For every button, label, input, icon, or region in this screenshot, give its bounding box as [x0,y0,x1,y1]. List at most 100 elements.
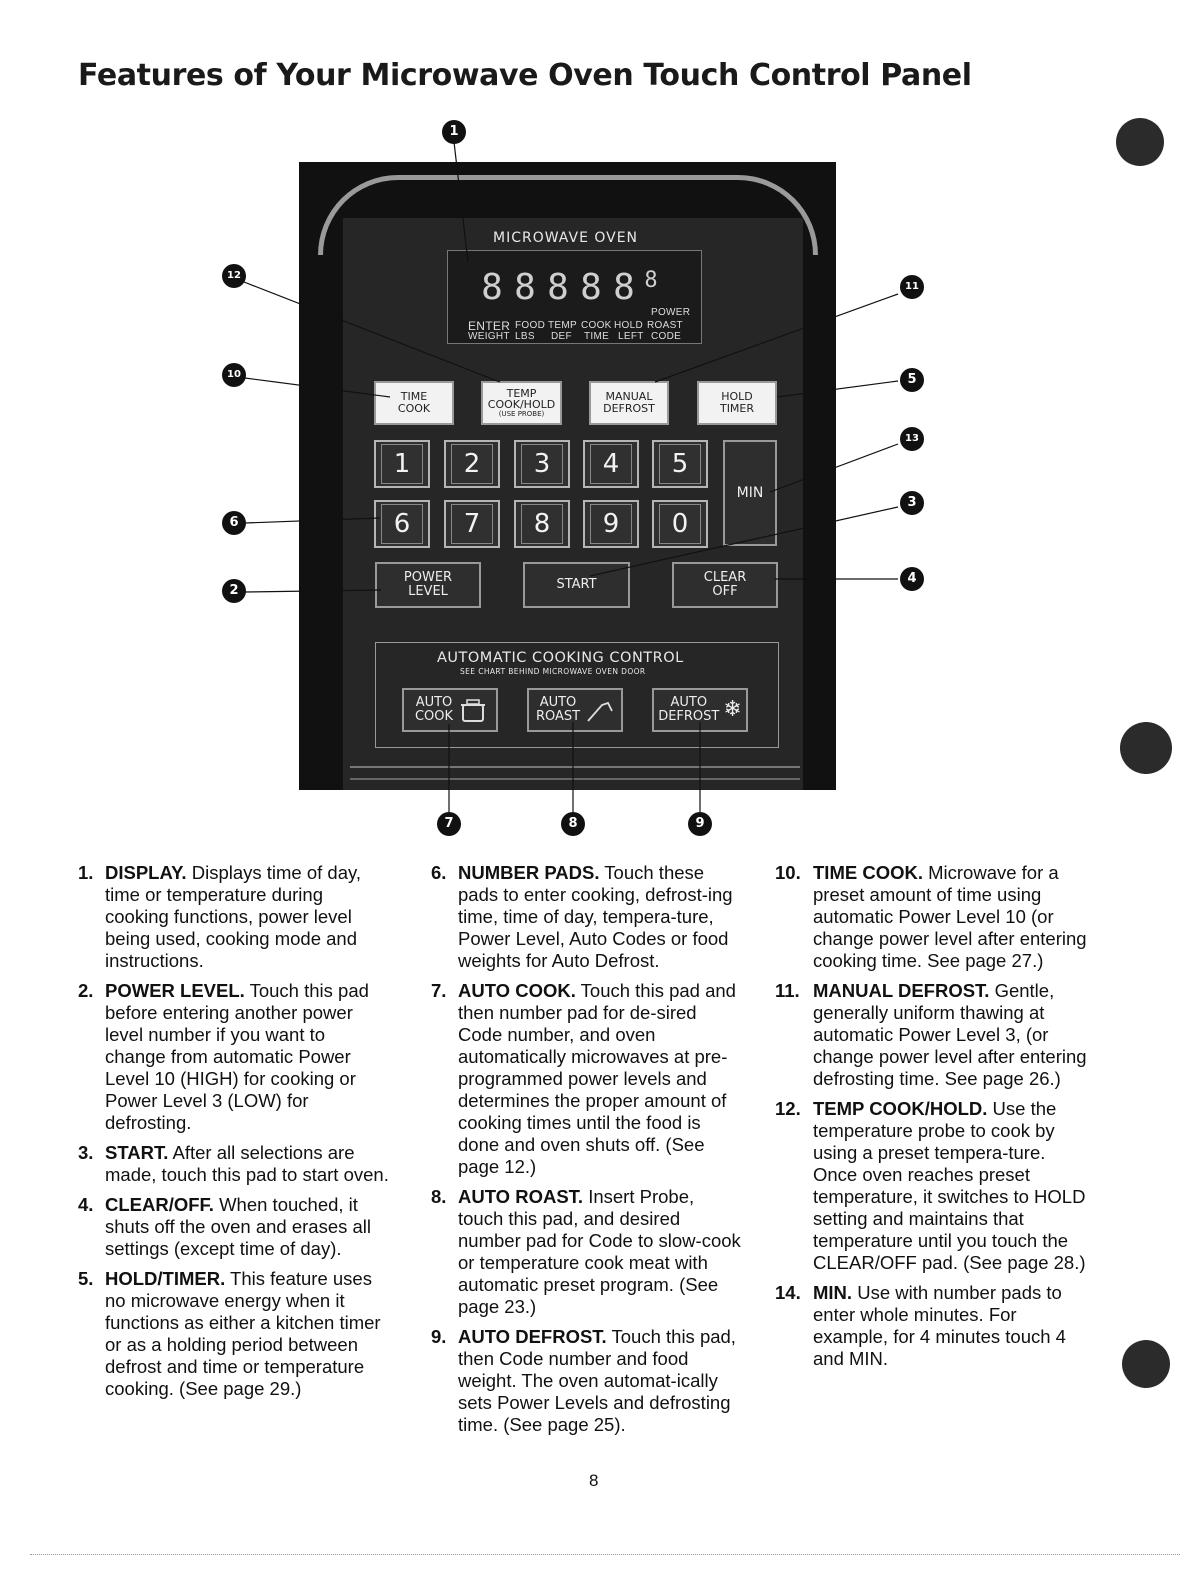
auto-roast-button[interactable]: AUTO ROAST [527,688,623,732]
item-text: After all selections are made, touch thi… [105,1142,389,1185]
description-item: 5.HOLD/TIMER. This feature uses no micro… [78,1268,390,1400]
item-number: 8. [431,1186,447,1207]
key-label: COOK [397,402,431,415]
number-key-3[interactable]: 3 [514,440,570,488]
item-heading: TEMP COOK/HOLD. [813,1098,988,1119]
item-number: 14. [775,1282,801,1303]
number-key-2[interactable]: 2 [444,440,500,488]
callout-10: 10 [222,363,246,387]
number-key-7[interactable]: 7 [444,500,500,548]
indicator-label: ROAST [647,320,683,331]
indicator-label: DEF [551,331,572,342]
number-key-1[interactable]: 1 [374,440,430,488]
manual-defrost-button[interactable]: MANUAL DEFROST [589,381,669,425]
key-digit: 8 [521,504,563,544]
description-item: 12. TEMP COOK/HOLD. Use the temperature p… [775,1098,1093,1274]
key-label: OFF [712,584,738,599]
description-column-1: 1.DISPLAY. Displays time of day, time or… [78,862,390,1408]
display-small-digit: 8 [644,268,658,293]
key-sublabel: (USE PROBE) [498,409,545,418]
item-number: 1. [78,862,94,883]
item-text: Touch these pads to enter cooking, defro… [458,862,733,971]
callout-9: 9 [688,812,712,836]
item-text: Use with number pads to enter whole minu… [813,1282,1066,1369]
temp-cook-hold-button[interactable]: TEMP COOK/HOLD (USE PROBE) [481,381,562,425]
clear-off-button[interactable]: CLEAR OFF [672,562,778,608]
key-label: AUTO [539,695,577,711]
item-number: 2. [78,980,94,1001]
binder-hole-middle [1120,722,1172,774]
description-item: 11. MANUAL DEFROST. Gentle, generally uni… [775,980,1093,1090]
item-number: 11. [775,980,800,1001]
indicator-power: POWER [651,307,691,318]
key-label: MANUAL [605,390,653,404]
key-label: DEFROST [658,709,720,724]
number-key-4[interactable]: 4 [583,440,639,488]
indicator-label: COOK [581,320,612,331]
indicator-label: ENTER [468,319,511,333]
item-heading: MANUAL DEFROST. [813,980,990,1001]
number-key-5[interactable]: 5 [652,440,708,488]
indicator-label: FOOD [515,320,546,331]
probe-icon [587,701,613,722]
description-item: 10.TIME COOK. Microwave for a preset amo… [775,862,1093,972]
power-level-button[interactable]: POWER LEVEL [375,562,481,608]
item-number: 4. [78,1194,94,1215]
key-label: CLEAR [703,570,747,586]
binder-hole-bottom [1122,1340,1170,1388]
item-number: 12. [775,1098,801,1119]
item-heading: AUTO DEFROST. [458,1326,607,1347]
key-digit: 7 [451,504,493,544]
callout-11: 11 [900,275,924,299]
key-digit: 4 [590,444,632,484]
automatic-cooking-control-subtitle: SEE CHART BEHIND MICROWAVE OVEN DOOR [460,667,646,676]
display-window: 8 8 8 8 8 8 POWER ENTER FOOD TEMP COOK H… [447,250,702,344]
key-label: TIME [400,390,428,404]
automatic-cooking-control-title: AUTOMATIC COOKING CONTROL [437,650,684,666]
key-label: MIN [736,484,764,501]
number-key-0[interactable]: 0 [652,500,708,548]
callout-2: 2 [222,579,246,603]
key-digit: 1 [381,444,423,484]
item-text: Use the temperature probe to cook by usi… [813,1098,1086,1273]
callout-4: 4 [900,567,924,591]
key-label: ROAST [535,709,581,724]
indicator-label: CODE [651,331,682,342]
callout-3: 3 [900,491,924,515]
item-number: 5. [78,1268,94,1289]
item-heading: DISPLAY. [105,862,187,883]
number-key-6[interactable]: 6 [374,500,430,548]
number-key-9[interactable]: 9 [583,500,639,548]
item-heading: TIME COOK. [813,862,923,883]
casserole-icon [461,699,486,722]
key-digit: 0 [659,504,701,544]
description-item: 4.CLEAR/OFF. When touched, it shuts off … [78,1194,390,1260]
indicator-label: TEMP [548,320,577,331]
min-button[interactable]: MIN [723,440,777,546]
item-number: 9. [431,1326,447,1347]
callout-13: 13 [900,427,924,451]
key-digit: 3 [521,444,563,484]
item-text: Gentle, generally uniform thawing at aut… [813,980,1087,1089]
start-button[interactable]: START [523,562,630,608]
item-heading: HOLD/TIMER. [105,1268,226,1289]
brand-label: MICROWAVE OVEN [493,230,639,246]
description-item: 7.AUTO COOK. Touch this pad and then num… [431,980,743,1178]
description-column-3: 10.TIME COOK. Microwave for a preset amo… [775,862,1093,1378]
display-digit: 8 [613,267,635,308]
auto-cook-button[interactable]: AUTO COOK [402,688,498,732]
panel-bottom-trim [350,766,800,780]
page-bottom-rule [30,1554,1180,1555]
number-key-8[interactable]: 8 [514,500,570,548]
key-digit: 6 [381,504,423,544]
hold-timer-button[interactable]: HOLD TIMER [697,381,777,425]
time-cook-button[interactable]: TIME COOK [374,381,454,425]
key-label: LEVEL [408,584,448,599]
description-item: 2.POWER LEVEL. Touch this pad before ent… [78,980,390,1134]
key-label: DEFROST [603,402,655,415]
item-text: Touch this pad, then Code number and foo… [458,1326,736,1435]
key-label: TIMER [719,402,755,415]
item-text: Microwave for a preset amount of time us… [813,862,1087,971]
item-text: Touch this pad before entering another p… [105,980,369,1133]
item-number: 3. [78,1142,94,1163]
